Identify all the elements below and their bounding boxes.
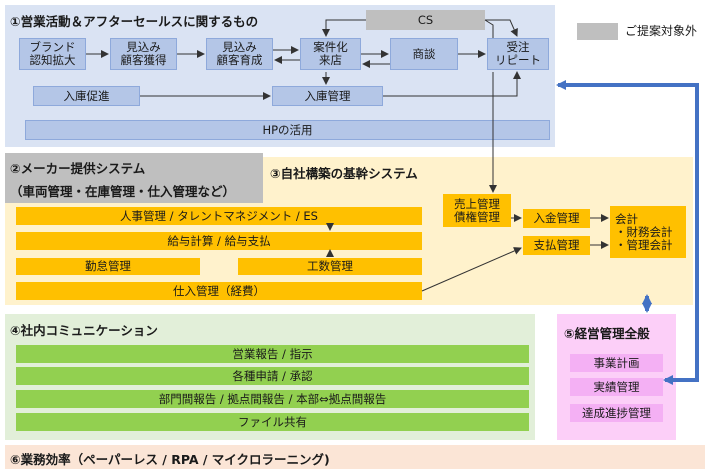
uriage-box: 売上管理 債権管理	[443, 194, 511, 227]
section2-title: ②メーカー提供システム	[10, 161, 146, 176]
kintai-box: 勤怠管理	[16, 258, 200, 275]
cs-box: CS	[366, 10, 485, 30]
section1-title: ①営業活動＆アフターセールスに関するもの	[10, 14, 259, 29]
section6-title: ⑥業務効率（ペーパーレス / RPA / マイクロラーニング)	[10, 452, 330, 467]
comm-item-4: ファイル共有	[16, 413, 529, 431]
comm-item-3: 部門間報告 / 拠点間報告 / 本部⇔拠点間報告	[16, 390, 529, 408]
nyuko-sokushin-box: 入庫促進	[33, 86, 140, 106]
shiire-box: 仕入管理（経費）	[16, 282, 422, 300]
kosu-box: 工数管理	[238, 258, 422, 275]
section6-panel	[5, 445, 705, 469]
shodan-box: 商談	[390, 38, 458, 70]
comm-item-1: 営業報告 / 指示	[16, 345, 529, 363]
anken-box: 案件化 来店	[300, 38, 361, 70]
cs-label: CS	[417, 13, 434, 27]
nyuko-kanri-box: 入庫管理	[272, 86, 383, 106]
brand-box: ブランド 認知拡大	[19, 38, 86, 70]
mikomi-ikusei-box: 見込み 顧客育成	[206, 38, 273, 70]
juchu-box: 受注 リピート	[487, 38, 549, 70]
mgmt-item-3: 達成進捗管理	[570, 404, 663, 422]
legend-label: ご提案対象外	[625, 24, 698, 38]
kyuyo-box: 給与計算 / 給与支払	[16, 232, 422, 250]
legend-swatch	[577, 23, 618, 40]
jinji-box: 人事管理 / タレントマネジメント / ES	[16, 207, 422, 225]
section4-title: ④社内コミュニケーション	[10, 323, 158, 338]
mikomi-kakutoku-box: 見込み 顧客獲得	[110, 38, 177, 70]
hp-box: HPの活用	[25, 120, 550, 140]
section2-subtitle: （車両管理・在庫管理・仕入管理など）	[10, 184, 236, 199]
section2-panel	[5, 153, 263, 203]
section3-title: ③自社構築の基幹システム	[270, 166, 418, 181]
comm-item-2: 各種申請 / 承認	[16, 367, 529, 385]
